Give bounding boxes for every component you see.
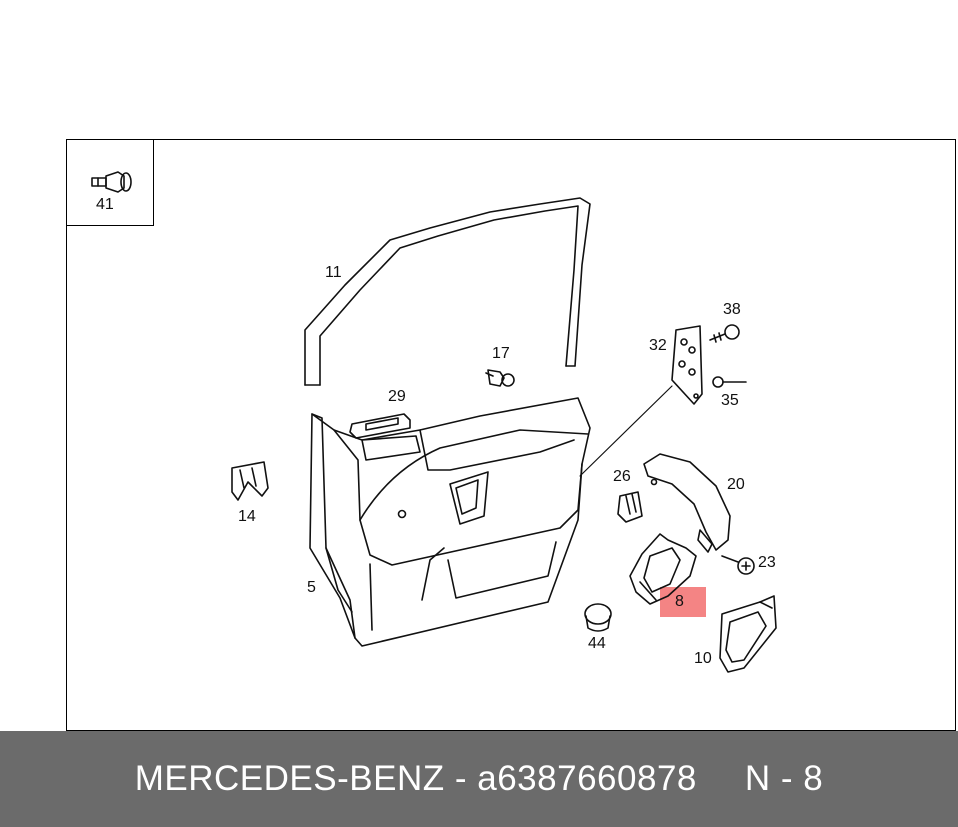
callout-26: 26 — [613, 468, 631, 485]
callout-44: 44 — [588, 635, 606, 652]
door-handle-8-drawing — [629, 533, 697, 605]
inset-box — [66, 139, 154, 226]
clip-14-drawing — [231, 461, 269, 501]
screw-38-drawing — [709, 324, 740, 343]
callout-32: 32 — [649, 337, 667, 354]
callout-41: 41 — [96, 196, 114, 213]
callout-5: 5 — [307, 579, 316, 596]
door-panel-5-drawing — [309, 397, 591, 647]
callout-8[interactable]: 8 — [675, 593, 684, 610]
callout-35: 35 — [721, 392, 739, 409]
plug-44-drawing — [584, 603, 612, 632]
highlighted-part-marker[interactable] — [660, 587, 706, 617]
bracket-32-drawing — [671, 325, 703, 405]
callout-14: 14 — [238, 508, 256, 525]
callout-11: 11 — [325, 264, 342, 281]
separator: - — [454, 759, 468, 798]
footer-caption: MERCEDES-BENZ - a6387660878 N - 8 — [0, 731, 958, 827]
diagram-frame — [66, 139, 956, 731]
callout-17: 17 — [492, 345, 510, 362]
clip-17-drawing — [485, 369, 515, 387]
position-label: N - 8 — [744, 759, 824, 798]
clip-26-drawing — [617, 491, 643, 523]
part-number: a6387660878 — [477, 759, 697, 798]
callout-20: 20 — [727, 476, 745, 493]
callout-38: 38 — [723, 301, 741, 318]
window-seal-11-drawing — [304, 197, 591, 386]
leader-line — [579, 385, 673, 477]
callout-23: 23 — [758, 554, 776, 571]
callout-10: 10 — [694, 650, 712, 667]
callout-29: 29 — [388, 388, 406, 405]
switch-29-drawing — [349, 413, 411, 439]
screw-23-drawing — [721, 555, 755, 575]
rivet-41-drawing — [91, 171, 132, 193]
screw-35-drawing — [712, 376, 747, 388]
cover-20-drawing — [643, 453, 731, 553]
footer-bar — [0, 731, 958, 827]
handle-surround-10-drawing — [719, 595, 777, 673]
brand-name: MERCEDES-BENZ — [134, 759, 445, 798]
